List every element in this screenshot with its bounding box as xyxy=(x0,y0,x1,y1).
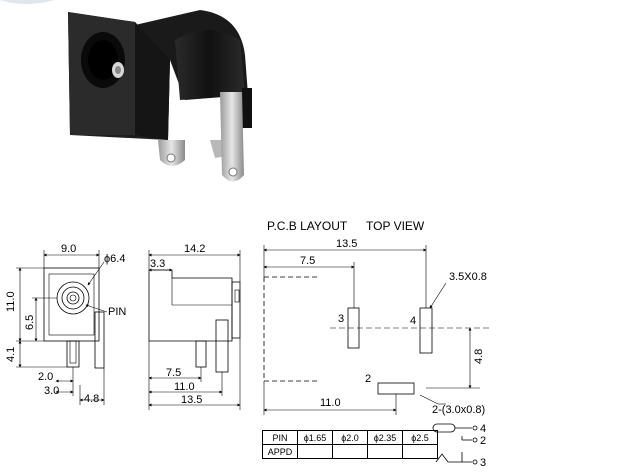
dim-front-width: 9.0 xyxy=(61,243,76,255)
table-cell xyxy=(367,444,403,459)
dim-slot-size: 3.5X0.8 xyxy=(449,271,487,283)
pin-2-label: 2 xyxy=(365,373,371,385)
dim-pin-c: 4.8 xyxy=(84,393,99,405)
pcb-layout-title: P.C.B LAYOUT xyxy=(267,219,348,233)
dim-pcb-vertical: 4.8 xyxy=(473,349,485,364)
dim-front-bottom: 4.1 xyxy=(5,347,17,362)
front-view xyxy=(16,250,108,405)
dim-pcb-11: 11.0 xyxy=(320,397,341,409)
corner-decoration xyxy=(0,0,55,4)
dc-jack-render xyxy=(68,10,252,182)
schematic-node-2: 2 xyxy=(480,435,486,447)
dim-front-center: 6.5 xyxy=(24,315,36,330)
table-cell: APPD xyxy=(262,444,298,459)
side-view xyxy=(148,250,241,410)
dim-pcb-total: 13.5 xyxy=(336,238,357,250)
dim-pcb-7-5: 7.5 xyxy=(300,255,315,267)
pin-right xyxy=(220,92,244,182)
slot-4 xyxy=(419,307,433,354)
pin-4-label: 4 xyxy=(410,315,416,327)
jack-schematic xyxy=(432,423,478,465)
pin-spec-table: PIN ϕ1.65 ϕ2.0 ϕ2.35 ϕ2.5 APPD xyxy=(262,430,438,459)
table-cell: PIN xyxy=(262,430,298,445)
table-cell xyxy=(297,444,333,459)
dim-side-total: 13.5 xyxy=(181,394,202,406)
dim-slot-count: 2-(3.0x0.8) xyxy=(432,404,485,416)
schematic-node-4: 4 xyxy=(480,423,486,435)
slot-2 xyxy=(377,382,415,395)
dim-side-pin2: 11.0 xyxy=(174,381,195,393)
table-cell xyxy=(332,444,368,459)
dim-pin-a: 2.0 xyxy=(38,371,53,383)
pin-3-label: 3 xyxy=(338,313,344,325)
schematic-node-3: 3 xyxy=(480,457,486,469)
table-cell: ϕ1.65 xyxy=(297,430,333,445)
table-cell: ϕ2.35 xyxy=(367,430,403,445)
table-cell: ϕ2.5 xyxy=(402,430,438,445)
dim-side-length: 14.2 xyxy=(184,243,205,255)
pin-left xyxy=(158,140,185,166)
dim-side-pin1: 7.5 xyxy=(166,367,181,379)
dim-pin-b: 3.0 xyxy=(44,385,59,397)
dim-front-diameter: ϕ6.4 xyxy=(104,253,125,265)
top-view-title: TOP VIEW xyxy=(366,219,425,233)
table-cell xyxy=(402,444,438,459)
pcb-layout xyxy=(263,245,490,415)
dim-side-step: 3.3 xyxy=(150,258,165,270)
table-row: PIN ϕ1.65 ϕ2.0 ϕ2.35 ϕ2.5 xyxy=(262,430,438,445)
dim-front-height: 11.0 xyxy=(5,291,17,312)
table-cell: ϕ2.0 xyxy=(332,430,368,445)
table-row: APPD xyxy=(262,444,438,459)
pin-callout: PIN xyxy=(108,306,126,318)
